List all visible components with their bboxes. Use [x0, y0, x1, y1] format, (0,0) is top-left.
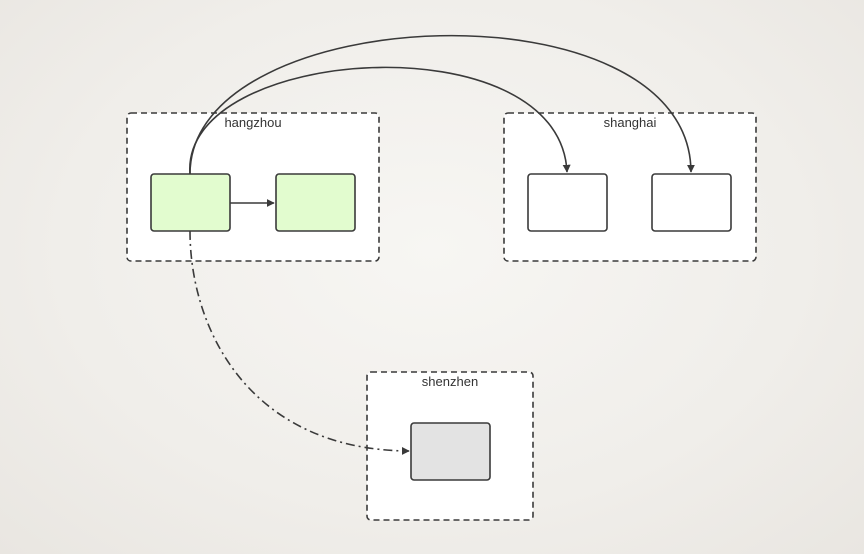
- node-hangzhou-1[interactable]: [150, 173, 231, 232]
- group-hangzhou-label: hangzhou: [224, 115, 281, 130]
- node-shenzhen-1[interactable]: [410, 422, 491, 481]
- node-shanghai-1[interactable]: [527, 173, 608, 232]
- edge-hz1-to-sz1: [189, 230, 410, 455]
- node-hangzhou-2[interactable]: [275, 173, 356, 232]
- group-shenzhen-label: shenzhen: [422, 374, 478, 389]
- edge-hz1-to-sh2: [189, 34, 695, 175]
- edge-hz1-to-sh1: [189, 66, 571, 175]
- node-shanghai-2[interactable]: [651, 173, 732, 232]
- group-shanghai-label: shanghai: [604, 115, 657, 130]
